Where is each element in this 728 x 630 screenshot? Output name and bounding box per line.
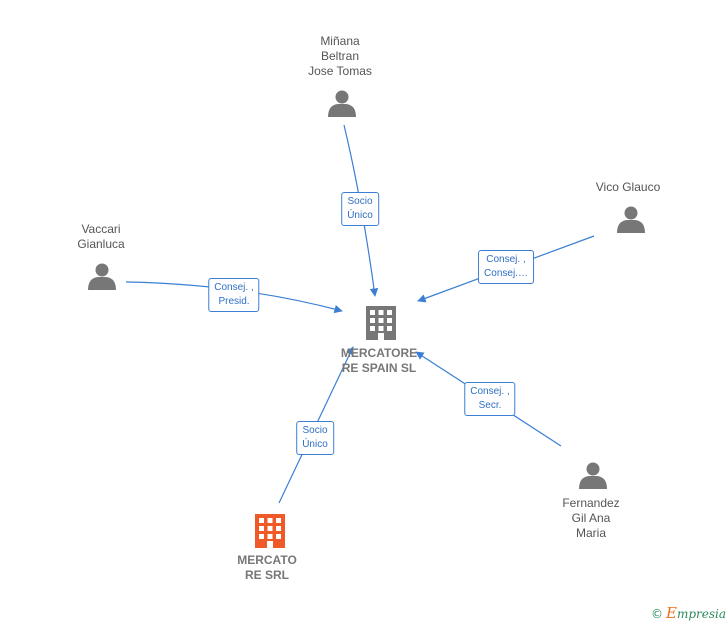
node-label-mercato-re[interactable]: MERCATO RE SRL bbox=[237, 553, 297, 582]
person-icon-minana[interactable] bbox=[328, 90, 356, 118]
edge-label-fernandez[interactable]: Consej. , Secr. bbox=[464, 382, 516, 416]
building-icon-mercatore-spain[interactable] bbox=[366, 306, 396, 340]
brand-initial: E bbox=[665, 604, 677, 622]
node-label-vaccari[interactable]: Vaccari Gianluca bbox=[77, 222, 125, 251]
person-icon-fernandez[interactable] bbox=[579, 462, 607, 490]
edge-label-mercato[interactable]: Socio Único bbox=[296, 421, 334, 455]
edge-label-vico[interactable]: Consej. , Consej.… bbox=[478, 250, 534, 284]
brand-name: mpresia bbox=[676, 607, 726, 621]
person-icon-vico[interactable] bbox=[617, 206, 645, 234]
brand-footer[interactable]: ©Empresia bbox=[651, 604, 726, 622]
node-label-minana[interactable]: Miñana Beltran Jose Tomas bbox=[308, 34, 372, 78]
person-icon-vaccari[interactable] bbox=[88, 263, 116, 291]
edge-label-vaccari[interactable]: Consej. , Presid. bbox=[208, 278, 260, 312]
node-label-fernandez[interactable]: Fernandez Gil Ana Maria bbox=[562, 496, 620, 540]
edge-label-minana[interactable]: Socio Único bbox=[341, 192, 379, 226]
copyright-symbol: © bbox=[650, 607, 663, 621]
node-label-mercatore-spain[interactable]: MERCATORE RE SPAIN SL bbox=[340, 346, 418, 375]
node-label-vico[interactable]: Vico Glauco bbox=[595, 180, 661, 194]
building-icon-mercato-re[interactable] bbox=[255, 514, 285, 548]
